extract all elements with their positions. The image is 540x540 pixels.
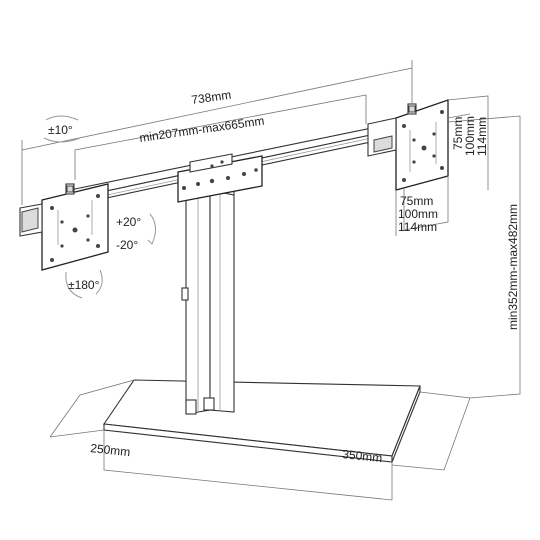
- tilt-label: ±10°: [48, 123, 73, 137]
- tilt-arrow-icon: [43, 115, 81, 143]
- rotate-label: ±180°: [68, 278, 100, 292]
- left-vesa-plate: [19, 183, 109, 271]
- swivel-arrow-icon: [147, 213, 156, 245]
- total-width-label: 738mm: [190, 88, 232, 107]
- swivel-up-label: +20°: [116, 215, 141, 229]
- vesa-h-100-label: 100mm: [398, 207, 438, 221]
- rotate-arrow-icon: [65, 269, 103, 299]
- top-dimension-lines: [21, 60, 413, 205]
- height-range-label: min352mm-max482mm: [506, 204, 520, 330]
- vesa-h-114-label: 114mm: [398, 220, 437, 234]
- center-clamp-plate: [177, 153, 263, 203]
- vesa-v-114-label: 114mm: [475, 117, 489, 156]
- height-column: [181, 181, 235, 415]
- right-vesa-plate: [367, 99, 449, 191]
- base-width-label: 350mm: [342, 447, 383, 465]
- base-depth-label: 250mm: [90, 441, 131, 459]
- height-dimension-lines: [447, 115, 521, 399]
- vesa-v-100-label: 100mm: [463, 116, 477, 156]
- vesa-v-75-label: 75mm: [451, 117, 465, 150]
- cable-clip: [181, 287, 189, 301]
- base-plate: [103, 379, 421, 463]
- base-dimension-lines: [49, 379, 471, 501]
- swivel-down-label: -20°: [116, 238, 138, 252]
- vesa-dimension-lines: [395, 95, 489, 236]
- arm-range-label: min207mm-max665mm: [138, 114, 265, 145]
- vesa-h-75-label: 75mm: [400, 194, 433, 208]
